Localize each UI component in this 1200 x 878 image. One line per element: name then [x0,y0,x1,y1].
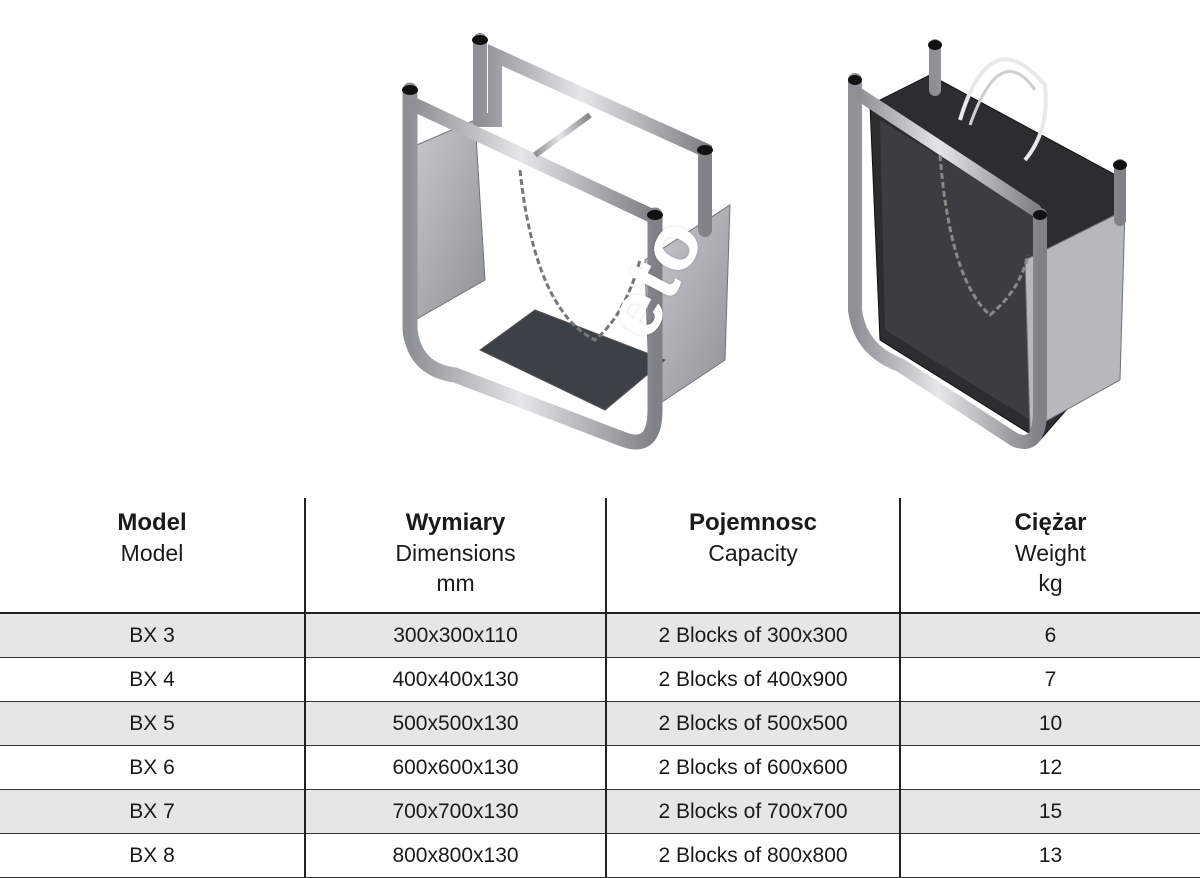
cell-dimensions: 700x700x130 [304,789,606,834]
header-dimensions: Wymiary Dimensions mm [304,498,606,614]
header-model: Model Model [0,498,305,614]
header-weight: Ciężar Weight kg [899,498,1200,614]
cell-model: BX 5 [0,701,305,746]
cell-weight: 6 [899,613,1200,658]
cell-dimensions: 500x500x130 [304,701,606,746]
header-en: Model [120,540,184,566]
header-pl: Wymiary [405,509,506,536]
cell-weight: 15 [899,789,1200,834]
table-row: BX 5 500x500x130 2 Blocks of 500x500 10 [0,701,1200,746]
cell-dimensions: 600x600x130 [304,745,606,790]
cell-capacity: 2 Blocks of 300x300 [605,613,900,658]
cell-weight: 13 [899,833,1200,878]
header-capacity: Pojemnosc Capacity [605,498,900,614]
empty-frame-image [402,33,731,450]
header-pl: Pojemnosc [688,509,818,536]
header-pl: Model [117,509,187,536]
header-en: Capacity [708,540,798,566]
header-unit: mm [436,570,475,596]
cell-model: BX 3 [0,613,305,658]
cell-capacity: 2 Blocks of 800x800 [605,833,900,878]
cell-capacity: 2 Blocks of 700x700 [605,789,900,834]
cell-dimensions: 300x300x110 [304,613,606,658]
product-illustrations: eto [402,33,1127,450]
header-pl: Ciężar [1014,509,1087,536]
table-row: BX 4 400x400x130 2 Blocks of 400x900 7 [0,657,1200,702]
header-en: Dimensions [395,540,516,566]
cell-model: BX 8 [0,833,305,878]
table-row: BX 6 600x600x130 2 Blocks of 600x600 12 [0,745,1200,790]
cell-dimensions: 800x800x130 [304,833,606,878]
spec-table: Model Model Wymiary Dimensions mm Pojemn… [0,498,1200,878]
header-unit: kg [1038,570,1063,596]
table-header-row: Model Model Wymiary Dimensions mm Pojemn… [0,498,1200,614]
cell-weight: 7 [899,657,1200,702]
table-row: BX 8 800x800x130 2 Blocks of 800x800 13 [0,833,1200,878]
cell-model: BX 6 [0,745,305,790]
loaded-frame-image [848,39,1127,449]
cell-capacity: 2 Blocks of 600x600 [605,745,900,790]
cell-model: BX 7 [0,789,305,834]
cell-capacity: 2 Blocks of 500x500 [605,701,900,746]
cell-capacity: 2 Blocks of 400x900 [605,657,900,702]
table-row: BX 3 300x300x110 2 Blocks of 300x300 6 [0,613,1200,658]
header-en: Weight [1014,540,1087,566]
cell-model: BX 4 [0,657,305,702]
cell-weight: 10 [899,701,1200,746]
cell-dimensions: 400x400x130 [304,657,606,702]
cell-weight: 12 [899,745,1200,790]
table-row: BX 7 700x700x130 2 Blocks of 700x700 15 [0,789,1200,834]
